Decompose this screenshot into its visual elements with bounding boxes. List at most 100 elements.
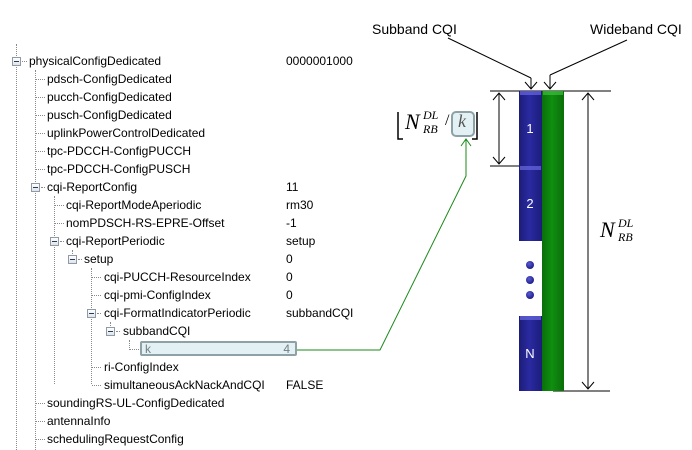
node-label: schedulingRequestConfig bbox=[47, 432, 184, 446]
tree-row-cqi-pucch-resource-index[interactable]: cqi-PUCCH-ResourceIndex 0 bbox=[0, 268, 360, 286]
subband-bar-1 bbox=[519, 91, 542, 166]
collapse-icon[interactable] bbox=[106, 327, 115, 336]
tree-row-tpc-pdcch-config-pusch[interactable]: tpc-PDCCH-ConfigPUSCH bbox=[0, 160, 360, 178]
formula-divisor-k: k bbox=[458, 111, 466, 131]
tree-connector bbox=[36, 151, 45, 152]
node-label: cqi-PUCCH-ResourceIndex bbox=[104, 270, 251, 284]
bar-highlight bbox=[520, 91, 541, 95]
tree-guide-line bbox=[129, 340, 130, 350]
tree-row-k-selected[interactable]: k 4 bbox=[140, 341, 297, 356]
wideband-cqi-bar bbox=[542, 91, 564, 391]
formula-base: N bbox=[600, 217, 615, 242]
collapse-icon[interactable] bbox=[50, 237, 59, 246]
tree-row-sounding-rs-ul-config-dedicated[interactable]: soundingRS-UL-ConfigDedicated bbox=[0, 394, 360, 412]
node-label: tpc-PDCCH-ConfigPUSCH bbox=[47, 162, 191, 176]
tree-connector bbox=[36, 97, 45, 98]
node-label: setup bbox=[84, 252, 114, 266]
tree-row-antenna-info[interactable]: antennaInfo bbox=[0, 412, 360, 430]
node-label: cqi-ReportPeriodic bbox=[66, 234, 165, 248]
collapse-icon[interactable] bbox=[12, 57, 21, 66]
wideband-pointer-line bbox=[549, 39, 628, 76]
node-value: 0000001000 bbox=[286, 54, 353, 68]
tree-row-cqi-report-config[interactable]: cqi-ReportConfig 11 bbox=[0, 178, 360, 196]
node-label: pucch-ConfigDedicated bbox=[47, 90, 172, 104]
tree-connector bbox=[36, 403, 45, 404]
asn1-tree-view: physicalConfigDedicated 0000001000 pdsch… bbox=[0, 44, 360, 450]
subband-size-formula: N DL RB / k bbox=[405, 108, 466, 136]
node-label: subbandCQI bbox=[123, 324, 191, 338]
node-label: soundingRS-UL-ConfigDedicated bbox=[47, 396, 225, 410]
tree-row-simultaneous-ack-nack-and-cqi[interactable]: simultaneousAckNackAndCQI FALSE bbox=[0, 376, 360, 394]
bar-highlight bbox=[543, 91, 563, 95]
tree-connector bbox=[22, 61, 27, 62]
node-value: FALSE bbox=[286, 378, 324, 392]
node-label: cqi-pmi-ConfigIndex bbox=[104, 288, 211, 302]
tree-guide-line bbox=[91, 268, 92, 384]
tree-row-cqi-pmi-config-index[interactable]: cqi-pmi-ConfigIndex 0 bbox=[0, 286, 360, 304]
tree-connector bbox=[36, 115, 45, 116]
tree-row-setup[interactable]: setup 0 bbox=[0, 250, 360, 268]
bar-highlight bbox=[520, 316, 541, 320]
tree-row-cqi-format-indicator-periodic[interactable]: cqi-FormatIndicatorPeriodic subbandCQI bbox=[0, 304, 360, 322]
tree-guide-line bbox=[16, 44, 17, 450]
tree-guide-line bbox=[54, 196, 55, 384]
k-connector-line bbox=[297, 139, 467, 351]
collapse-icon[interactable] bbox=[31, 183, 40, 192]
tree-row-subband-cqi[interactable]: subbandCQI bbox=[0, 322, 360, 340]
tree-connector bbox=[55, 205, 64, 206]
node-value: rm30 bbox=[286, 198, 314, 212]
node-value: 0 bbox=[286, 270, 293, 284]
tree-row-pucch-config-dedicated[interactable]: pucch-ConfigDedicated bbox=[0, 88, 360, 106]
node-value: 11 bbox=[286, 180, 299, 194]
arrow-head-icon bbox=[492, 156, 506, 165]
subband-number-2: 2 bbox=[526, 196, 534, 211]
tree-row-nom-pdsch-rs-epre-offset[interactable]: nomPDSCH-RS-EPRE-Offset -1 bbox=[0, 214, 360, 232]
tree-guide-line bbox=[35, 70, 36, 450]
tree-row-pdsch-config-dedicated[interactable]: pdsch-ConfigDedicated bbox=[0, 70, 360, 88]
tree-row-tpc-pdcch-config-pucch[interactable]: tpc-PDCCH-ConfigPUCCH bbox=[0, 142, 360, 160]
bar-highlight bbox=[520, 166, 541, 170]
ellipsis-dot bbox=[526, 276, 534, 284]
formula-subscript: RB bbox=[618, 230, 633, 244]
tree-row-physical-config-dedicated[interactable]: physicalConfigDedicated 0000001000 bbox=[0, 52, 360, 70]
node-label: cqi-ReportConfig bbox=[47, 180, 138, 194]
formula-base: N bbox=[405, 109, 420, 134]
tree-connector bbox=[36, 79, 45, 80]
collapse-icon[interactable] bbox=[87, 309, 96, 318]
subband-number-1: 1 bbox=[526, 121, 534, 136]
arrow-head-icon bbox=[581, 381, 595, 390]
node-value: 0 bbox=[286, 252, 293, 266]
tree-connector bbox=[92, 385, 101, 386]
formula-divider: / bbox=[445, 112, 450, 129]
arrow-head-icon bbox=[581, 92, 595, 101]
node-label: uplinkPowerControlDedicated bbox=[47, 126, 206, 140]
tree-connector bbox=[36, 133, 45, 134]
formula-superscript: DL bbox=[618, 216, 634, 230]
node-value: 0 bbox=[286, 288, 293, 302]
tree-connector bbox=[97, 313, 101, 314]
tree-row-ri-config-index[interactable]: ri-ConfigIndex bbox=[0, 358, 360, 376]
tree-row-cqi-report-mode-aperiodic[interactable]: cqi-ReportModeAperiodic rm30 bbox=[0, 196, 360, 214]
node-label: physicalConfigDedicated bbox=[29, 54, 162, 68]
tree-connector bbox=[55, 223, 64, 224]
node-value: setup bbox=[286, 234, 316, 248]
node-label: simultaneousAckNackAndCQI bbox=[104, 378, 265, 392]
tree-row-cqi-report-periodic[interactable]: cqi-ReportPeriodic setup bbox=[0, 232, 360, 250]
subband-bar-n bbox=[519, 316, 542, 391]
tree-connector bbox=[92, 295, 101, 296]
k-highlight-box bbox=[451, 111, 475, 137]
node-label: tpc-PDCCH-ConfigPUCCH bbox=[47, 144, 192, 158]
floor-bracket-right bbox=[472, 112, 478, 140]
tree-connector bbox=[36, 421, 45, 422]
formula-subscript: RB bbox=[423, 122, 438, 136]
subband-pointer-line bbox=[447, 37, 532, 79]
tree-connector bbox=[41, 187, 45, 188]
formula-superscript: DL bbox=[423, 108, 439, 122]
collapse-icon[interactable] bbox=[68, 255, 77, 264]
tree-connector bbox=[92, 277, 101, 278]
node-label: antennaInfo bbox=[47, 414, 111, 428]
tree-row-uplink-power-control-dedicated[interactable]: uplinkPowerControlDedicated bbox=[0, 124, 360, 142]
tree-row-pusch-config-dedicated[interactable]: pusch-ConfigDedicated bbox=[0, 106, 360, 124]
tree-row-scheduling-request-config[interactable]: schedulingRequestConfig bbox=[0, 430, 360, 448]
subband-bar-2 bbox=[519, 166, 542, 241]
